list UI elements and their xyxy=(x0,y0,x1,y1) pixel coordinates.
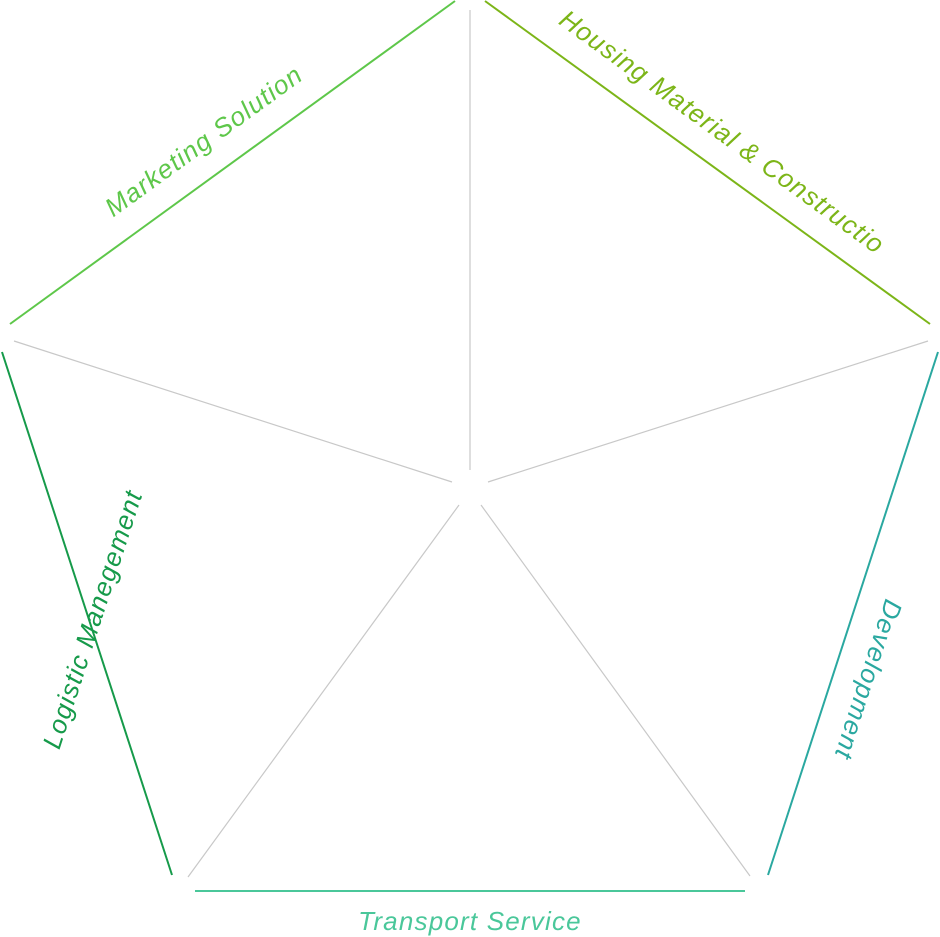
label-logistic-manegement: Logistic Manegement xyxy=(36,486,148,753)
spokes xyxy=(13,10,929,878)
edge-housing xyxy=(484,0,931,325)
label-development: Development xyxy=(828,596,908,764)
label-marketing-solution: Marketing Solution xyxy=(99,59,308,223)
spoke-lower-right xyxy=(480,504,751,877)
spoke-upper-right xyxy=(487,340,929,483)
label-transport-service: Transport Service xyxy=(358,906,582,936)
spoke-lower-left xyxy=(187,504,460,878)
edge-marketing xyxy=(9,0,456,325)
edge-logistic xyxy=(1,351,173,876)
labels: Marketing Solution Housing Material & Co… xyxy=(36,4,908,936)
label-housing-material: Housing Material & Constructio xyxy=(554,4,891,260)
edge-development xyxy=(767,351,939,876)
spoke-upper-left xyxy=(13,340,453,483)
edges xyxy=(1,0,939,892)
